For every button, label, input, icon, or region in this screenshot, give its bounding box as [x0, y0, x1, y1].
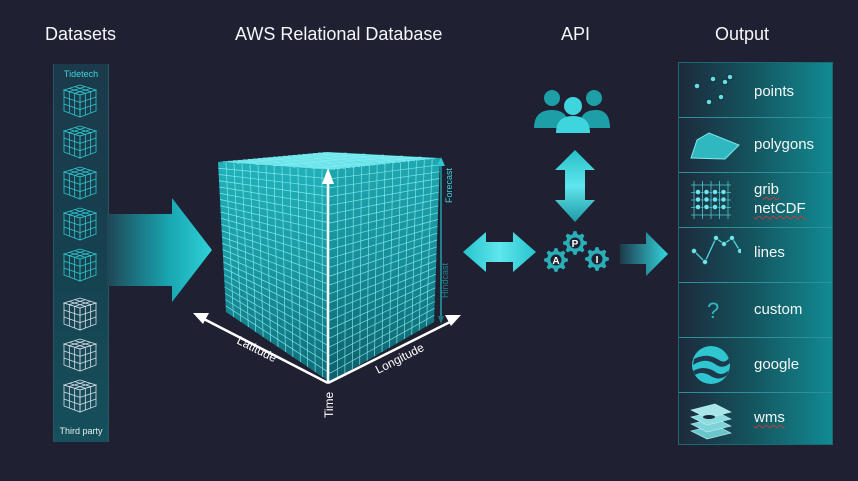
output-panel: points polygons grib netCDF lines ? cust…	[678, 62, 833, 445]
datasets-to-db-arrow	[107, 198, 212, 302]
output-label: lines	[754, 244, 785, 261]
output-item-lines: lines	[679, 228, 832, 283]
third-party-dataset-cube-icon	[62, 338, 98, 372]
output-label: grib	[754, 181, 780, 198]
output-item-wms: wms	[679, 393, 832, 447]
gear-letter: A	[552, 256, 559, 267]
tidetech-dataset-cube-icon	[62, 125, 98, 159]
output-label: wms	[754, 409, 785, 426]
time-scale-up-arrow	[437, 157, 445, 166]
api-header: API	[561, 24, 591, 44]
db-api-double-arrow	[463, 232, 536, 272]
line-chart-icon	[691, 235, 741, 265]
users-group-icon	[534, 90, 610, 133]
output-item-polygons: polygons	[679, 118, 832, 173]
api-gears-icon: A P I	[544, 231, 609, 272]
api-to-output-arrow	[620, 232, 668, 276]
datasets-header: Datasets	[45, 24, 117, 44]
tidetech-dataset-cube-icon	[62, 207, 98, 241]
output-label: points	[754, 83, 795, 100]
data-cube	[218, 152, 440, 382]
output-item-google: google	[679, 338, 832, 393]
output-label: polygons	[754, 136, 815, 153]
axes	[193, 168, 461, 385]
datasets-panel: Tidetech Third party	[53, 64, 109, 442]
third-party-dataset-cube-icon	[62, 297, 98, 331]
database-header: AWS Relational Database	[235, 24, 443, 44]
third-party-label: Third party	[59, 426, 103, 436]
time-scale-down-arrow	[438, 316, 444, 324]
output-header: Output	[715, 24, 770, 44]
question-icon: ?	[707, 298, 719, 323]
tidetech-dataset-cube-icon	[62, 166, 98, 200]
hindcast-label: Hindcast	[440, 262, 450, 298]
output-item-grib: grib netCDF	[679, 173, 832, 228]
tidetech-dataset-cube-icon	[62, 248, 98, 282]
google-earth-icon	[692, 346, 730, 384]
tidetech-dataset-cube-icon	[62, 84, 98, 118]
output-label: custom	[754, 301, 803, 318]
layers-icon	[690, 403, 732, 440]
points-icon	[693, 73, 734, 106]
tidetech-label: Tidetech	[63, 69, 99, 79]
svg-text:?: ?	[707, 298, 719, 323]
polygon-icon	[690, 132, 740, 160]
users-api-double-arrow	[555, 150, 595, 222]
grid-icon	[691, 181, 731, 219]
output-item-points: points	[679, 63, 832, 118]
time-label: Time	[322, 391, 336, 418]
third-party-dataset-cube-icon	[62, 379, 98, 413]
output-label: google	[754, 356, 800, 373]
output-item-custom: ? custom	[679, 283, 832, 338]
gear-letter: P	[572, 239, 579, 250]
gear-letter: I	[596, 255, 599, 266]
forecast-label: Forecast	[444, 167, 454, 203]
output-label-secondary: netCDF	[754, 200, 806, 217]
